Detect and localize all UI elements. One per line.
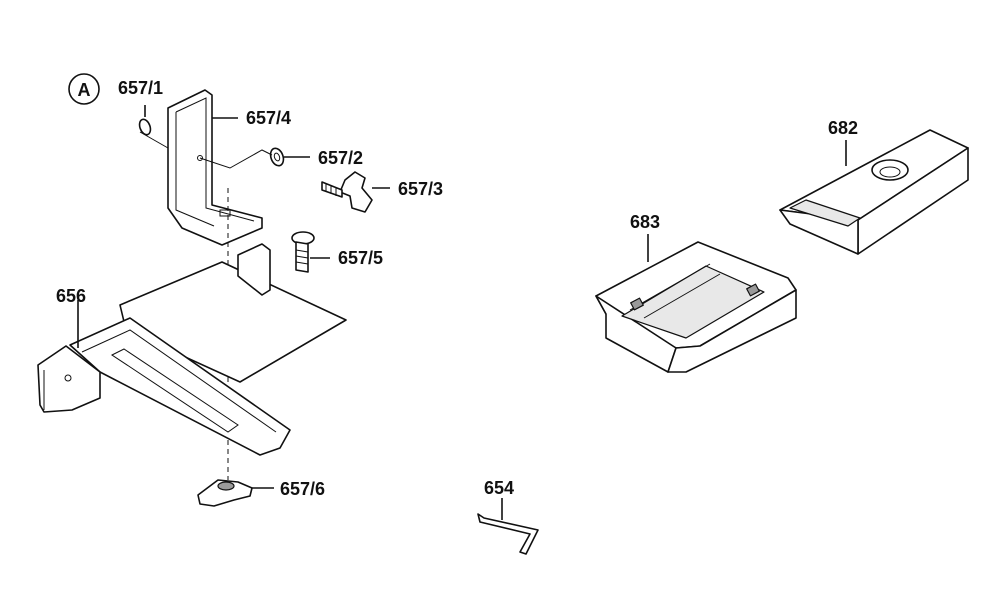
- callout-a-circle: [68, 73, 100, 105]
- callout-a: A: [68, 73, 100, 105]
- callout-657-4-label: 657/4: [246, 108, 291, 128]
- part-657-4-angle-bracket: [167, 89, 263, 246]
- part-682-pad: [779, 129, 969, 255]
- callout-657-2-label: 657/2: [318, 148, 363, 168]
- callout-656-label: 656: [56, 286, 86, 306]
- callout-a-label: A: [78, 80, 91, 100]
- callout-657-6-label: 657/6: [280, 479, 325, 499]
- callout-657-5-label: 657/5: [338, 248, 383, 268]
- callout-657-3-label: 657/3: [398, 179, 443, 199]
- part-657-6-wing-nut: [197, 479, 274, 507]
- callout-654-label: 654: [484, 478, 514, 498]
- part-657-2-washer: [269, 147, 310, 167]
- callout-682-label: 682: [828, 118, 858, 138]
- part-654-hex-key: [477, 498, 539, 555]
- part-657-1-washer: [138, 105, 152, 136]
- callout-657-1-label: 657/1: [118, 78, 163, 98]
- part-657-3-wing-knob: [321, 171, 390, 213]
- part-656-base-plate: [37, 243, 347, 456]
- callout-683-label: 683: [630, 212, 660, 232]
- part-683-holder: [595, 234, 797, 373]
- part-657-5-bolt: [291, 231, 330, 273]
